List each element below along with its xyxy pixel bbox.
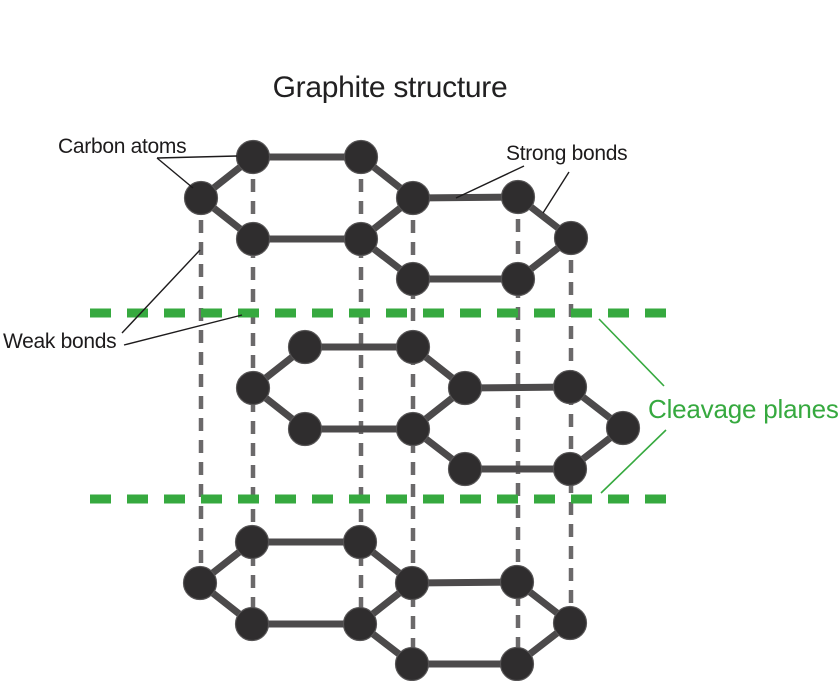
carbon-atom-bottom [182, 565, 218, 601]
carbon-atom-top [343, 221, 379, 257]
carbon-atom-middle [447, 451, 483, 487]
carbon-atom-bottom [342, 524, 378, 560]
label-carbon-atoms: Carbon atoms [58, 135, 187, 158]
carbon-atom-top [183, 180, 219, 216]
label-leader-line [123, 314, 243, 346]
strong-bond-top [412, 193, 519, 202]
strong-bond-bottom [411, 578, 518, 587]
label-leader-line [156, 155, 238, 159]
carbon-atom-bottom [499, 646, 535, 681]
carbon-atom-bottom [234, 524, 270, 560]
carbon-atom-middle [552, 369, 588, 405]
label-leader-line [121, 249, 201, 334]
carbon-atom-middle [287, 329, 323, 365]
carbon-atom-middle [395, 329, 431, 365]
carbon-atom-middle [605, 410, 641, 446]
carbon-atom-bottom [394, 646, 430, 681]
carbon-atom-middle [235, 370, 271, 406]
carbon-atom-top [395, 180, 431, 216]
strong-bond-middle [464, 383, 571, 392]
carbon-atom-top [395, 261, 431, 297]
carbon-atom-top [500, 179, 536, 215]
diagram-title: Graphite structure [272, 71, 508, 104]
carbon-atom-middle [395, 411, 431, 447]
carbon-atom-top [500, 261, 536, 297]
label-cleavage-planes: Cleavage planes [648, 394, 839, 424]
carbon-atom-middle [287, 411, 323, 447]
cleavage-leader-line [600, 429, 667, 494]
carbon-atom-bottom [342, 606, 378, 642]
carbon-atom-top [235, 139, 271, 175]
cleavage-leader-line [598, 318, 665, 387]
carbon-atom-top [553, 220, 589, 256]
carbon-atom-bottom [499, 564, 535, 600]
carbon-atom-top [235, 221, 271, 257]
carbon-atom-middle [447, 370, 483, 406]
carbon-atom-top [343, 139, 379, 175]
carbon-atom-bottom [552, 605, 588, 641]
label-leader-line [542, 171, 570, 214]
label-strong-bonds: Strong bonds [506, 142, 628, 165]
label-leader-line [156, 157, 194, 189]
label-weak-bonds: Weak bonds [3, 330, 117, 353]
carbon-atom-middle [552, 451, 588, 487]
carbon-atom-bottom [394, 565, 430, 601]
label-leader-line [455, 165, 525, 199]
carbon-atom-bottom [234, 606, 270, 642]
